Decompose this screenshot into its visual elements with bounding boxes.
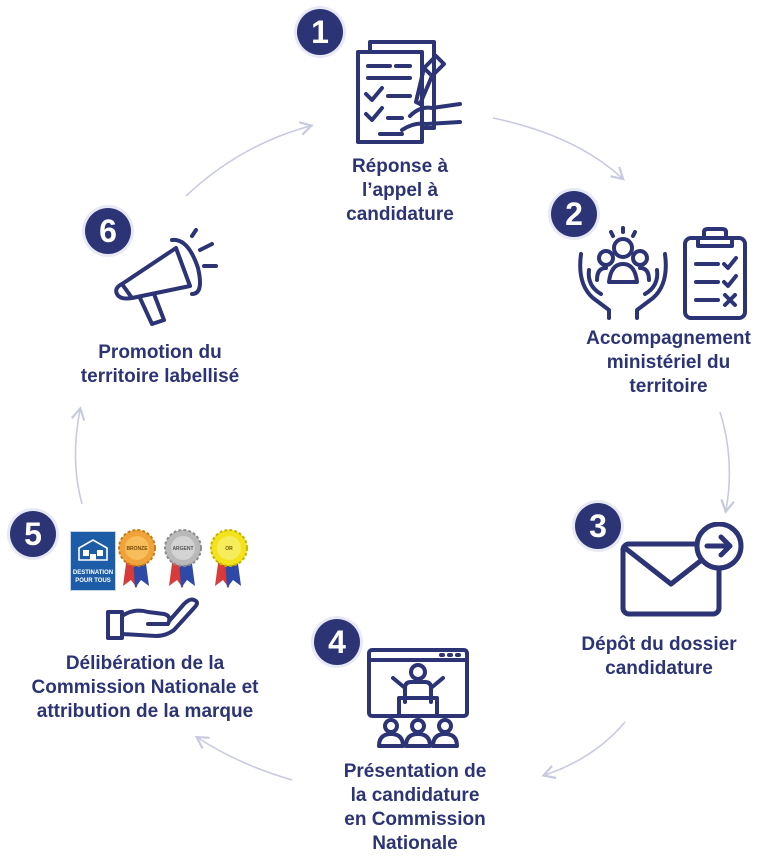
checklist-clipboard-icon (683, 227, 747, 320)
destination-pour-tous-logo: DESTINATION POUR TOUS (70, 531, 116, 591)
step-2-label: Accompagnement ministériel du territoire (586, 328, 751, 397)
open-hand-icon (106, 597, 199, 640)
supporting-hands-people-icon (578, 226, 668, 320)
step-3-badge: 3 (575, 503, 621, 549)
presentation-commission-icon (367, 648, 469, 748)
silver-medal-icon: ARGENT (164, 529, 202, 588)
arrow-6-to-1 (185, 121, 314, 197)
arrow-4-to-5 (194, 735, 293, 781)
step-5-label: Délibération de la Commission Nationale … (31, 653, 259, 722)
medal-gold-label: OR (225, 546, 233, 552)
megaphone-icon (114, 228, 218, 326)
medals-group: BRONZE ARGENT OR (118, 529, 248, 588)
application-form-icon (356, 40, 462, 144)
arrow-3-to-4 (541, 721, 626, 780)
arrow-5-to-6 (70, 406, 86, 505)
arrow-1-to-2 (492, 117, 625, 181)
step-3-label: Dépôt du dossier candidature (581, 634, 737, 679)
logo-line1: DESTINATION (72, 570, 114, 576)
bronze-medal-icon: BRONZE (118, 529, 156, 588)
gold-medal-icon: OR (210, 529, 248, 588)
step-4-badge: 4 (314, 619, 360, 665)
arrow-2-to-3 (719, 411, 735, 514)
step-1-badge: 1 (297, 9, 343, 55)
step-4-label: Présentation de la candidature en Commis… (343, 761, 487, 854)
step-5-badge: 5 (10, 511, 56, 557)
step-6-label: Promotion du territoire labellisé (80, 342, 240, 387)
logo-line2: POUR TOUS (75, 578, 111, 584)
step-1-label: Réponse à l’appel à candidature (346, 156, 454, 225)
step-6-badge: 6 (85, 208, 131, 254)
step-2-badge: 2 (551, 191, 597, 237)
medal-silver-label: ARGENT (172, 546, 193, 552)
envelope-send-icon (620, 522, 744, 617)
medal-bronze-label: BRONZE (126, 546, 148, 552)
